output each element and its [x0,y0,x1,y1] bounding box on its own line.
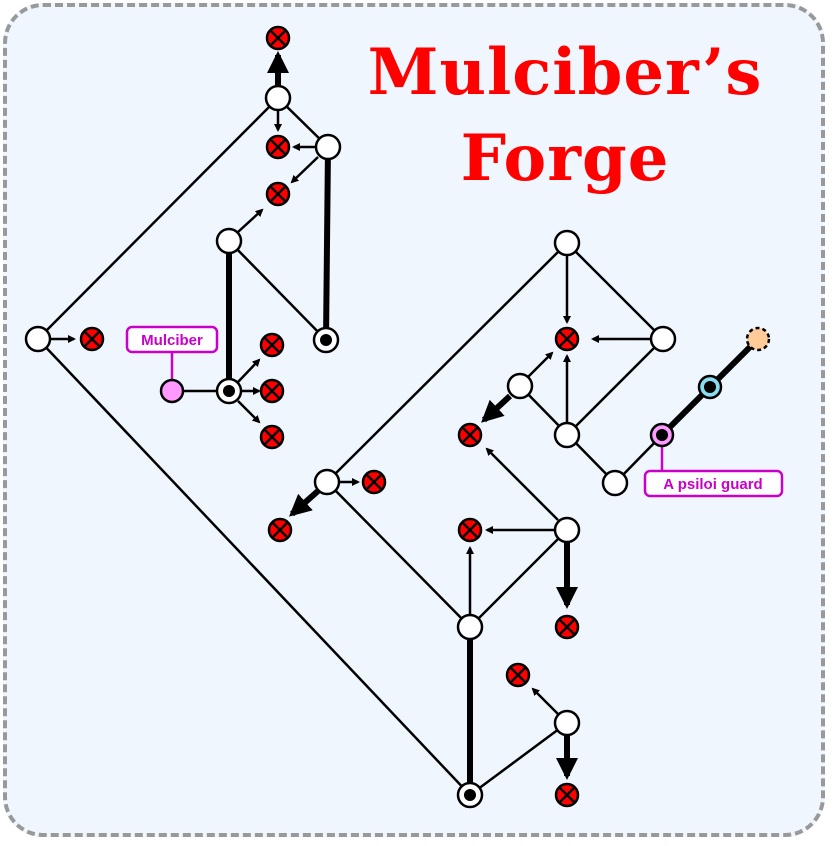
edge [566,242,664,340]
guard-label: A psiloi guard [643,469,784,498]
dead-end-icon [259,332,285,358]
mulciber-node[interactable] [159,378,185,404]
arrow-edge [237,400,261,424]
mulciber-label: Mulciber [125,325,219,354]
arrow-edge [531,687,559,715]
dead-end-icon [259,424,285,450]
arrow-edge [485,447,559,521]
occupied-node[interactable] [456,781,484,809]
room-node[interactable] [649,325,677,353]
dead-end-icon [259,378,285,404]
edge [566,338,664,436]
dead-end-icon [79,326,105,352]
room-node[interactable] [456,613,484,641]
dead-end-icon [457,422,483,448]
edge [37,97,279,340]
title-line-1: Mulciber’s [367,35,763,110]
occupied-node[interactable] [215,377,243,405]
arrow-edge [237,358,261,383]
edge [469,529,568,628]
ally-node[interactable] [697,374,723,400]
mulciber-label-text: Mulciber [141,332,203,349]
room-node[interactable] [601,469,629,497]
bold-arrow-edge [481,393,513,423]
edge [228,240,327,341]
map-title: Mulciber’s Forge [340,30,790,202]
bold-arrow-edge [289,488,320,517]
room-node[interactable] [264,84,292,112]
dead-end-icon [554,326,580,352]
dead-end-icon [267,517,293,543]
guard-label-text: A psiloi guard [663,476,762,493]
target-node[interactable] [745,326,771,352]
room-node[interactable] [553,516,581,544]
room-node[interactable] [553,421,581,449]
dead-end-icon [265,181,291,207]
arrow-edge [290,156,319,184]
dead-end-icon [554,782,580,808]
arrow-edge [527,351,554,378]
room-node[interactable] [553,229,581,257]
map-frame [3,3,825,837]
dead-end-icon [265,25,291,51]
dead-end-icon [554,614,580,640]
room-node[interactable] [553,709,581,737]
room-node[interactable] [24,325,52,353]
edge [37,338,471,796]
occupied-node[interactable] [312,326,340,354]
room-node[interactable] [314,133,342,161]
edge [326,481,471,628]
edge [326,242,568,483]
room-node[interactable] [506,372,534,400]
arrow-edge [237,208,264,233]
title-line-2: Forge [460,121,670,196]
edge [469,721,568,797]
room-node[interactable] [215,227,243,255]
dead-end-icon [505,662,531,688]
dead-end-icon [265,134,291,160]
edge [323,146,331,341]
guard-node[interactable] [649,422,675,448]
room-node[interactable] [313,468,341,496]
dead-end-icon [457,517,483,543]
dead-end-icon [361,469,387,495]
